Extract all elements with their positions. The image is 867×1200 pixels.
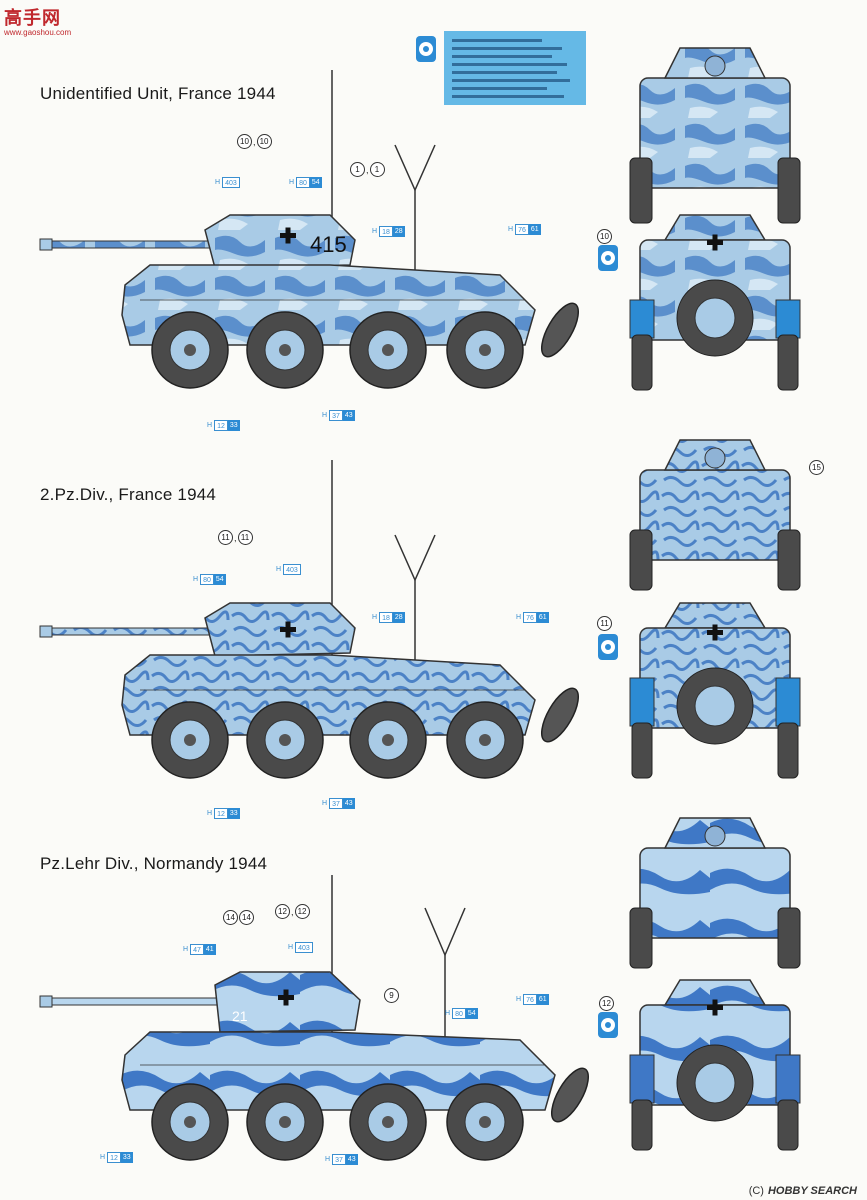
decal-icon	[598, 1012, 618, 1038]
cross-insignia	[280, 227, 296, 244]
vehicle-side-view	[39, 460, 579, 779]
decal-callout: 15	[809, 460, 824, 475]
decal-icon	[598, 634, 618, 660]
decal-callout: 12,12	[275, 904, 310, 919]
scheme-title: Unidentified Unit, France 1944	[40, 84, 276, 103]
watermark-logo: 高手网 www.gaoshou.com	[4, 4, 71, 37]
decal-callout: 10	[597, 229, 612, 244]
decal-callout: 11,11	[218, 530, 253, 545]
vehicle-side-view	[39, 875, 589, 1161]
decal-callout: 12	[599, 996, 614, 1011]
vehicle-front-view	[629, 817, 801, 969]
decal-callout: 9	[384, 988, 399, 1003]
footer-brand: (C) HOBBY SEARCH	[749, 1185, 857, 1197]
decal-icon	[598, 245, 618, 271]
vehicle-front-view	[629, 439, 801, 591]
decal-callout: 1,1	[350, 162, 385, 177]
watermark-url: www.gaoshou.com	[4, 28, 72, 37]
decal-icon	[416, 36, 436, 62]
hobby-search-logo: HOBBY SEARCH	[767, 1185, 857, 1197]
cross-insignia	[280, 621, 296, 638]
vehicle-rear-view	[629, 602, 801, 779]
decal-callout: 11	[597, 616, 612, 631]
turret-number: 21	[232, 1008, 248, 1024]
copyright-text: (C)	[748, 1185, 764, 1197]
vehicle-side-view	[39, 70, 579, 389]
cross-insignia	[278, 989, 294, 1006]
vehicle-rear-view	[629, 214, 801, 391]
vehicle-front-view	[629, 47, 801, 224]
scheme-title: 2.Pz.Div., France 1944	[40, 485, 217, 504]
decal-callout: 10,10	[237, 134, 272, 149]
scheme-title: Pz.Lehr Div., Normandy 1944	[40, 854, 268, 873]
decal-sheet-image	[444, 31, 586, 105]
vehicle-rear-view	[629, 979, 801, 1151]
turret-number: 415	[310, 232, 347, 257]
watermark-text: 高手网	[4, 8, 61, 28]
